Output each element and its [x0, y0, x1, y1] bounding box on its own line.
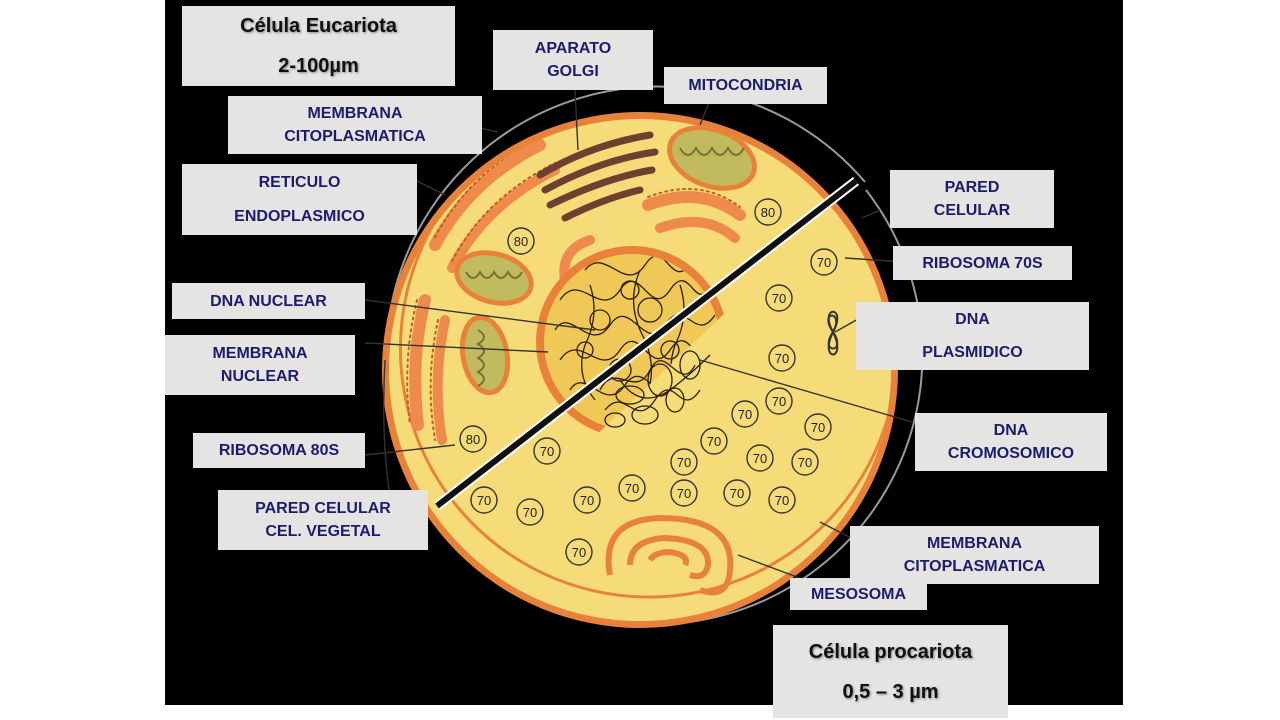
label-aparato-golgi-line2: GOLGI — [547, 63, 599, 80]
ribosome-80-mark — [507, 227, 535, 255]
ribosome-70-mark-label: 70 — [677, 455, 691, 470]
label-pared-vegetal-line2: CEL. VEGETAL — [265, 523, 381, 540]
label-membrana-euk-line2: CITOPLASMATICA — [284, 128, 426, 145]
label-dna-cromosomico-line2: CROMOSOMICO — [947, 445, 1075, 462]
ribosome-70-mark — [768, 344, 796, 372]
label-pared-celular-line1: PARED — [944, 179, 1000, 196]
label-membrana-pro-line2: CITOPLASMATICA — [903, 558, 1046, 575]
label-membrana-euk-line1: MEMBRANA — [307, 105, 403, 122]
ribosome-70-mark — [768, 486, 796, 514]
ribosome-70-mark — [765, 387, 793, 415]
mesosoma — [605, 514, 734, 596]
ribosome-70-mark — [731, 400, 759, 428]
label-mesosoma: MESOSOMA — [790, 578, 927, 610]
ribosome-70-mark — [746, 444, 774, 472]
label-dna-cromosomico-line1: DNA — [993, 422, 1029, 439]
label-membrana-nuclear-line2: NUCLEAR — [220, 368, 300, 385]
ribosome-70-mark-label: 70 — [775, 351, 789, 366]
ribosome-70-mark — [765, 284, 793, 312]
ribosome-70-mark-label: 70 — [817, 255, 831, 270]
ribosome-70-mark — [573, 486, 601, 514]
ribosome-70-mark-label: 70 — [625, 481, 639, 496]
ribosome-70-mark — [470, 486, 498, 514]
label-mitocondria: MITOCONDRIA — [664, 67, 827, 104]
prokaryote-inner-membrane — [450, 196, 891, 599]
label-ribosoma-80s-text: RIBOSOMA 80S — [218, 442, 340, 459]
prokaryote-title-box: Célula procariota 0,5 – 3 µm — [773, 625, 1008, 718]
label-pared-celular-vegetal: PARED CELULAR CEL. VEGETAL — [218, 490, 428, 550]
ribosome-80-mark — [754, 198, 782, 226]
label-membrana-nuclear-line1: MEMBRANA — [212, 345, 308, 362]
ribosome-70-mark-label: 70 — [730, 486, 744, 501]
eukaryote-title-box: Célula Eucariota 2-100µm — [182, 6, 455, 86]
prokaryote-size: 0,5 – 3 µm — [842, 680, 939, 703]
ribosome-70-mark-label: 70 — [677, 486, 691, 501]
label-reticulo-line2: ENDOPLASMICO — [234, 207, 365, 225]
label-dna-plasmidico-line2: PLASMIDICO — [922, 344, 1023, 361]
label-membrana-pro-line1: MEMBRANA — [926, 535, 1023, 552]
division-line-core — [435, 178, 858, 509]
label-pared-celular: PARED CELULAR — [890, 170, 1054, 228]
ribosome-70-mark — [618, 474, 646, 502]
ribosome-70-mark-label: 70 — [753, 451, 767, 466]
label-mitocondria-text: MITOCONDRIA — [688, 77, 803, 94]
ribosome-70-mark-label: 70 — [580, 493, 594, 508]
label-membrana-citoplasmatica-pro: MEMBRANA CITOPLASMATICA — [850, 526, 1099, 584]
label-dna-nuclear-text: DNA NUCLEAR — [210, 292, 327, 310]
eukaryote-title: Célula Eucariota — [240, 15, 397, 37]
eukaryote-size: 2-100µm — [278, 55, 359, 77]
ribosome-70-mark-label: 70 — [523, 505, 537, 520]
ribosome-70-mark-label: 70 — [477, 493, 491, 508]
label-ribosoma-80s: RIBOSOMA 80S — [193, 433, 365, 468]
label-aparato-golgi: APARATO GOLGI — [493, 30, 653, 90]
label-aparato-golgi-line1: APARATO — [534, 40, 612, 57]
label-ribosoma-70s-text: RIBOSOMA 70S — [922, 254, 1043, 272]
label-reticulo-endoplasmico: RETICULO ENDOPLASMICO — [182, 164, 417, 235]
dna-plasmidico-loop-shape — [827, 310, 839, 356]
ribosome-70-mark-label: 70 — [772, 291, 786, 306]
label-dna-cromosomico: DNA CROMOSOMICO — [915, 413, 1107, 471]
label-dna-plasmidico-line1: DNA — [955, 311, 990, 328]
ribosome-80-mark-label: 80 — [466, 432, 480, 447]
ribosome-70-mark-label: 70 — [775, 493, 789, 508]
ribosome-70-mark — [810, 248, 838, 276]
ribosome-70-mark — [516, 498, 544, 526]
label-membrana-nuclear: MEMBRANA NUCLEAR — [165, 335, 355, 395]
ribosome-70-mark-label: 70 — [572, 545, 586, 560]
label-dna-plasmidico: DNA PLASMIDICO — [856, 302, 1089, 370]
label-membrana-citoplasmatica-euk: MEMBRANA CITOPLASMATICA — [228, 96, 482, 154]
ribosome-70-mark — [670, 448, 698, 476]
label-dna-nuclear: DNA NUCLEAR — [172, 283, 365, 319]
ribosome-80-mark-label: 80 — [514, 234, 528, 249]
ribosome-70-mark — [565, 538, 593, 566]
ribosome-70-mark — [533, 437, 561, 465]
prokaryote-title: Célula procariota — [808, 640, 973, 663]
label-pared-celular-line2: CELULAR — [933, 202, 1011, 219]
label-ribosoma-70s: RIBOSOMA 70S — [893, 246, 1072, 280]
ribosomes: 80 80 80 70 70 70 70 70 70 70 70 70 70 70 70 70 70 70 70 70… — [459, 198, 838, 566]
ribosome-70-mark-label: 70 — [772, 394, 786, 409]
ribosome-80-mark-label: 80 — [761, 205, 775, 220]
ribosome-70-mark-label: 70 — [540, 444, 554, 459]
ribosome-70-mark — [804, 413, 832, 441]
ribosome-70-mark-label: 70 — [811, 420, 825, 435]
ribosome-70-mark-label: 70 — [798, 455, 812, 470]
label-reticulo-line1: RETICULO — [258, 173, 341, 191]
mitocondria-3 — [459, 314, 511, 396]
reticulo-endoplasmico — [406, 136, 746, 445]
ribosome-80-mark — [459, 425, 487, 453]
ribosome-70-mark — [700, 427, 728, 455]
label-pared-vegetal-line1: PARED CELULAR — [255, 500, 391, 517]
ribosome-70-mark — [723, 479, 751, 507]
label-mesosoma-text: MESOSOMA — [810, 585, 907, 603]
ribosome-70-mark — [791, 448, 819, 476]
dna-cromosomico-strands — [599, 350, 711, 428]
aparato-golgi — [536, 131, 659, 222]
ribosome-70-mark-label: 70 — [738, 407, 752, 422]
ribosome-70-mark — [670, 479, 698, 507]
mitocondria-2 — [454, 250, 534, 306]
ribosome-70-mark-label: 70 — [707, 434, 721, 449]
